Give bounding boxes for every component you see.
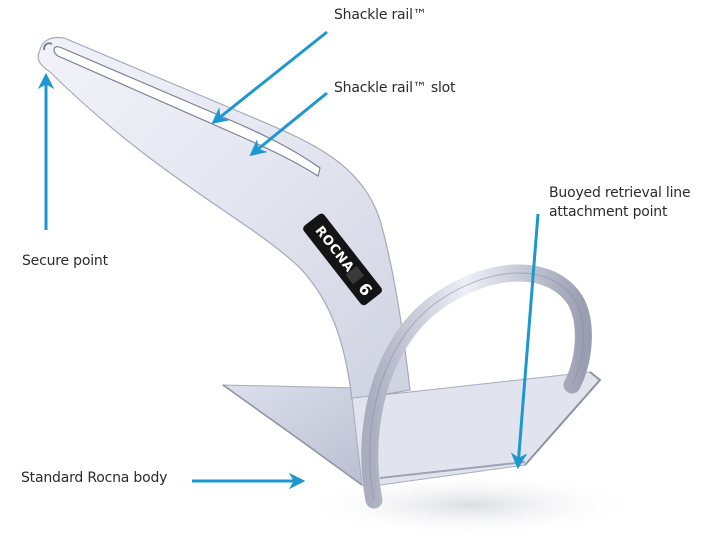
secure-point-notch bbox=[43, 42, 53, 51]
shackle-rail-slot bbox=[53, 46, 321, 177]
label-shackle-rail-slot: Shackle rail™ slot bbox=[334, 80, 456, 96]
label-buoyed-line-2: attachment point bbox=[549, 204, 668, 220]
arrow-shackle-rail-slot bbox=[249, 91, 328, 157]
callout-arrows bbox=[37, 30, 540, 490]
rocna-badge: ROCNA 6 bbox=[303, 213, 382, 306]
arrow-buoyed-retrieval bbox=[510, 213, 540, 470]
ground-shadow bbox=[300, 473, 640, 537]
label-buoyed-retrieval: Buoyed retrieval line attachment point bbox=[549, 184, 691, 222]
label-standard-rocna-body: Standard Rocna body bbox=[21, 470, 168, 486]
arrow-shackle-rail bbox=[211, 30, 328, 125]
label-shackle-rail: Shackle rail™ bbox=[334, 7, 427, 23]
label-secure-point: Secure point bbox=[22, 253, 108, 269]
label-buoyed-line-1: Buoyed retrieval line bbox=[549, 185, 691, 201]
